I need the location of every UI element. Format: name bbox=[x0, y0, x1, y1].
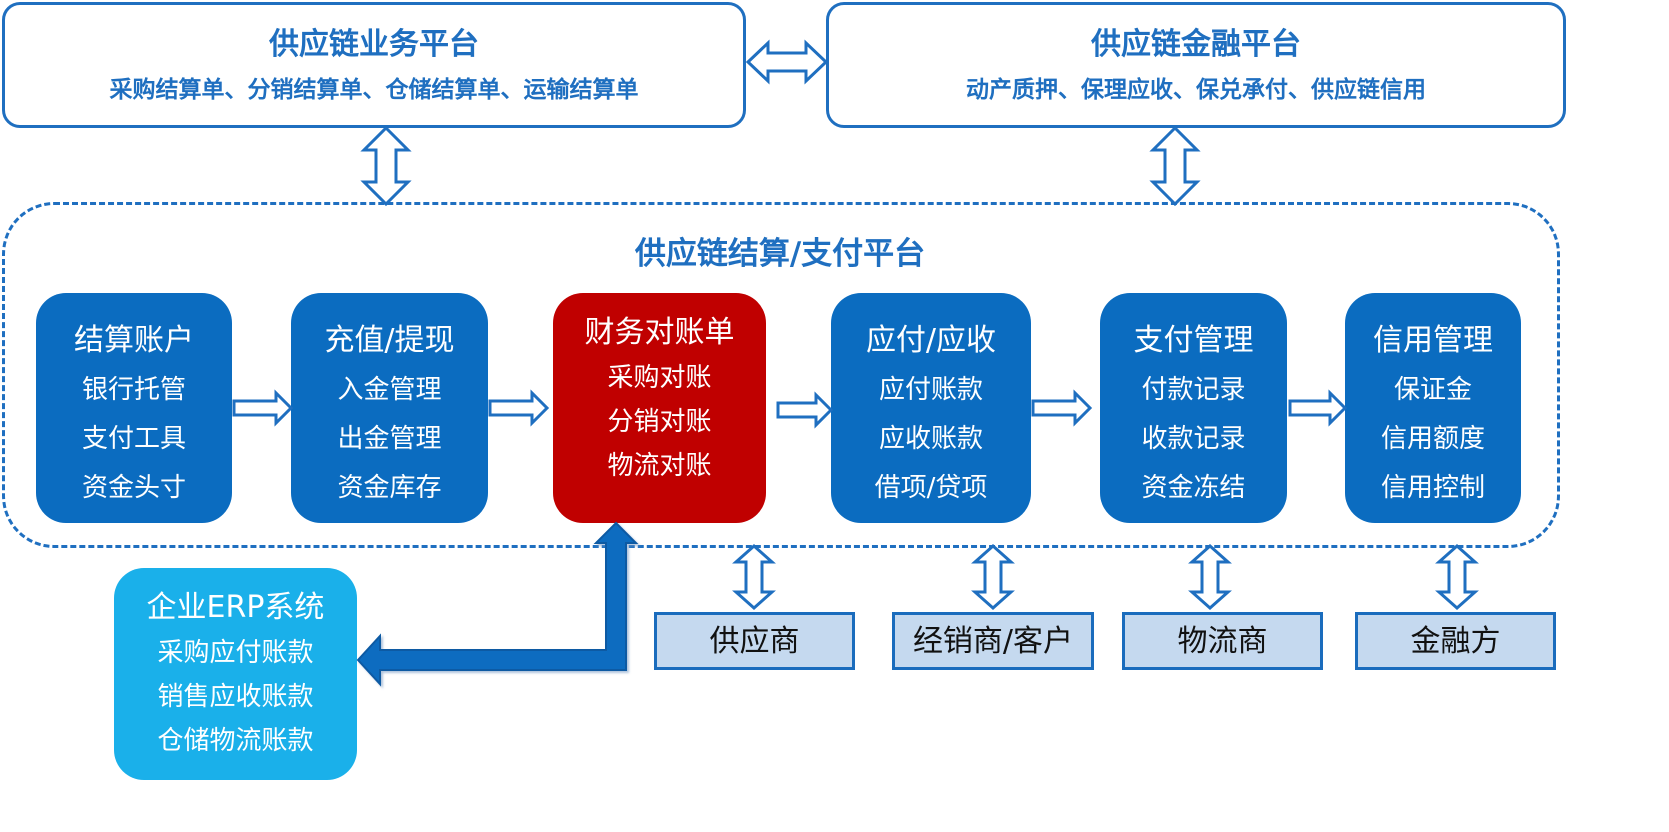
module-item: 分销对账 bbox=[607, 407, 712, 437]
double-arrow-vertical-right bbox=[1149, 125, 1201, 207]
module-financial-statement: 财务对账单 采购对账 分销对账 物流对账 bbox=[553, 293, 766, 523]
elbow-arrow-erp bbox=[356, 521, 639, 687]
module-item: 应付账款 bbox=[878, 375, 983, 405]
finance-platform-subtitle: 动产质押、保理应收、保兑承付、供应链信用 bbox=[966, 77, 1426, 103]
double-arrow-party bbox=[1435, 543, 1479, 611]
finance-platform-title: 供应链金融平台 bbox=[1091, 27, 1301, 62]
module-item: 信用控制 bbox=[1380, 473, 1485, 503]
party-logistics: 物流商 bbox=[1122, 612, 1323, 670]
module-payment-management: 支付管理 付款记录 收款记录 资金冻结 bbox=[1100, 293, 1287, 523]
module-item: 信用额度 bbox=[1380, 424, 1485, 454]
double-arrow-party bbox=[971, 543, 1015, 611]
party-distributor-customer: 经销商/客户 bbox=[892, 612, 1094, 670]
module-item: 付款记录 bbox=[1141, 375, 1246, 405]
business-platform-subtitle: 采购结算单、分销结算单、仓储结算单、运输结算单 bbox=[109, 77, 639, 103]
flow-arrow-right bbox=[1031, 389, 1093, 427]
module-item: 出金管理 bbox=[337, 424, 442, 454]
erp-item: 销售应收账款 bbox=[157, 682, 314, 712]
double-arrow-party bbox=[1188, 543, 1232, 611]
flow-arrow-right bbox=[1288, 389, 1348, 427]
module-item: 资金库存 bbox=[337, 473, 442, 503]
finance-platform-box: 供应链金融平台 动产质押、保理应收、保兑承付、供应链信用 bbox=[826, 2, 1566, 128]
module-payable-receivable: 应付/应收 应付账款 应收账款 借项/贷项 bbox=[831, 293, 1031, 523]
business-platform-box: 供应链业务平台 采购结算单、分销结算单、仓储结算单、运输结算单 bbox=[2, 2, 746, 128]
party-financier: 金融方 bbox=[1355, 612, 1556, 670]
module-item: 借项/贷项 bbox=[874, 473, 988, 503]
module-item: 支付工具 bbox=[81, 424, 186, 454]
module-item: 资金冻结 bbox=[1141, 473, 1246, 503]
business-platform-title: 供应链业务平台 bbox=[269, 27, 479, 62]
module-title: 结算账户 bbox=[74, 323, 194, 358]
settlement-platform-title: 供应链结算/支付平台 bbox=[634, 236, 926, 272]
flow-arrow-right bbox=[232, 389, 294, 427]
module-item: 物流对账 bbox=[607, 451, 712, 481]
erp-system-box: 企业ERP系统 采购应付账款 销售应收账款 仓储物流账款 bbox=[114, 568, 357, 780]
module-item: 资金头寸 bbox=[81, 473, 186, 503]
module-title: 信用管理 bbox=[1373, 323, 1493, 358]
module-item: 入金管理 bbox=[337, 375, 442, 405]
module-item: 收款记录 bbox=[1141, 424, 1246, 454]
module-item: 银行托管 bbox=[81, 375, 186, 405]
settlement-platform-frame bbox=[2, 202, 1560, 548]
module-title: 支付管理 bbox=[1133, 323, 1254, 358]
module-item: 保证金 bbox=[1393, 375, 1472, 405]
double-arrow-party bbox=[732, 543, 776, 611]
module-title: 应付/应收 bbox=[865, 323, 997, 358]
erp-item: 采购应付账款 bbox=[157, 638, 314, 668]
module-topup-withdraw: 充值/提现 入金管理 出金管理 资金库存 bbox=[291, 293, 488, 523]
flow-arrow-right bbox=[776, 391, 834, 429]
double-arrow-vertical-left bbox=[360, 125, 412, 207]
party-supplier: 供应商 bbox=[654, 612, 855, 670]
module-item: 应收账款 bbox=[878, 424, 983, 454]
module-settlement-account: 结算账户 银行托管 支付工具 资金头寸 bbox=[36, 293, 232, 523]
flow-arrow-right bbox=[488, 389, 550, 427]
module-title: 充值/提现 bbox=[324, 323, 455, 358]
erp-item: 仓储物流账款 bbox=[157, 726, 314, 756]
module-item: 采购对账 bbox=[607, 363, 712, 393]
module-credit-management: 信用管理 保证金 信用额度 信用控制 bbox=[1345, 293, 1521, 523]
module-title: 财务对账单 bbox=[584, 315, 735, 350]
erp-title: 企业ERP系统 bbox=[146, 590, 325, 625]
double-arrow-horizontal bbox=[745, 39, 829, 85]
